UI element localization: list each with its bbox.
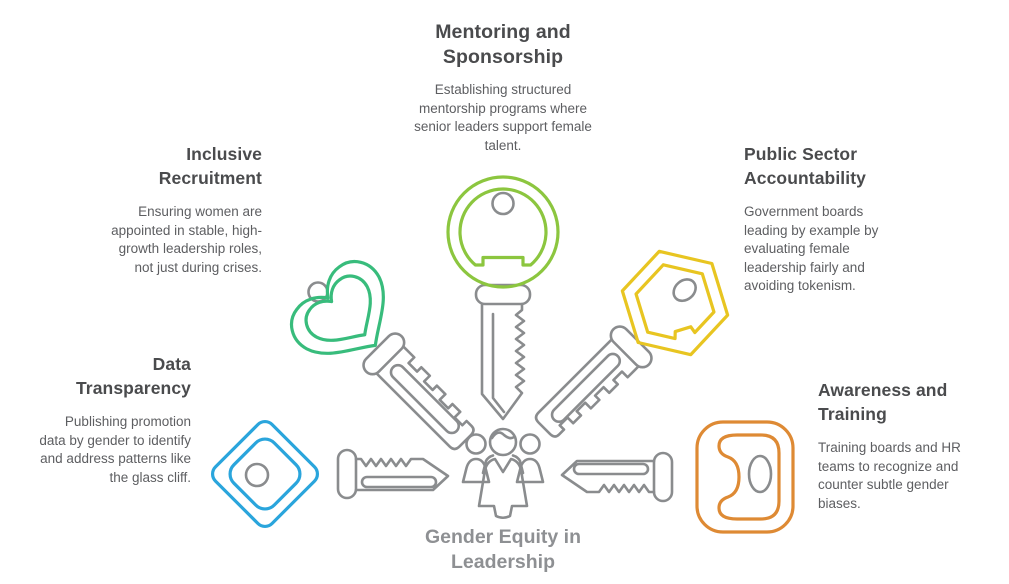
item-card-mentoring-and-sponsorship: Mentoring and Sponsorship Establishing s… [393, 20, 613, 155]
item-title: Awareness and Training [818, 380, 948, 424]
item-title: Inclusive Recruitment [158, 144, 262, 188]
item-card-data-transparency: Data Transparency Publishing promotion d… [36, 352, 191, 487]
key-awareness-and-training-icon [560, 420, 795, 534]
key-public-sector-accountability-icon [534, 249, 730, 438]
people-group-icon [461, 427, 545, 520]
key-mentoring-and-sponsorship-icon [446, 175, 560, 421]
center-title: Gender Equity in Leadership [424, 526, 582, 573]
item-title: Public Sector Accountability [744, 144, 866, 188]
key-inclusive-recruitment-icon [289, 259, 475, 451]
item-card-awareness-and-training: Awareness and Training Training boards a… [818, 378, 978, 513]
item-description: Training boards and HR teams to recogniz… [818, 440, 961, 511]
item-description: Publishing promotion data by gender to i… [39, 414, 191, 485]
item-description: Government boards leading by example by … [744, 204, 879, 293]
item-title: Mentoring and Sponsorship [435, 21, 571, 68]
item-card-public-sector-accountability: Public Sector Accountability Government … [744, 142, 896, 296]
item-title: Data Transparency [75, 354, 191, 398]
item-description: Ensuring women are appointed in stable, … [111, 204, 262, 275]
item-card-inclusive-recruitment: Inclusive Recruitment Ensuring women are… [97, 142, 262, 277]
item-description: Establishing structured mentorship progr… [414, 82, 592, 153]
key-data-transparency-icon [210, 419, 450, 529]
